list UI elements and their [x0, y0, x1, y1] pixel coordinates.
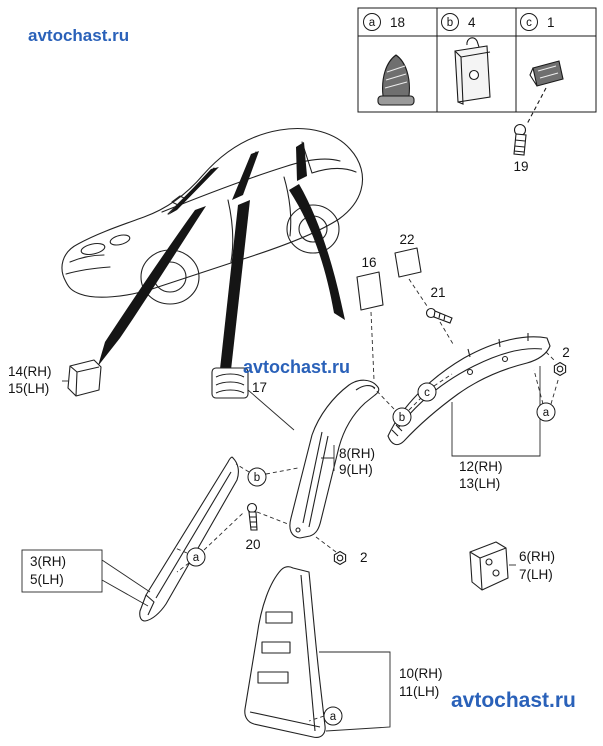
part-label-9: 9(LH): [339, 462, 373, 477]
part-14-15-shape: [67, 359, 102, 397]
part-label-2-right: 2: [562, 345, 570, 360]
part-label-12: 12(RH): [459, 459, 503, 474]
part-label-22: 22: [399, 232, 414, 247]
part-label-19: 19: [513, 159, 528, 174]
callout-c: c: [424, 387, 430, 399]
part-label-5: 5(LH): [30, 572, 64, 587]
callout-circles: b c a b a a: [186, 382, 556, 726]
legend-count-c: 1: [547, 15, 555, 30]
car-illustration: [61, 127, 364, 305]
part-labels: 14(RH) 15(LH) 17 16 22 21 2 8(RH) 9(LH) …: [8, 232, 570, 699]
legend-letter-a: a: [369, 17, 376, 29]
nut-2-right: [553, 361, 567, 377]
mounting-bracket-icon: [454, 37, 491, 105]
part-label-8: 8(RH): [339, 446, 375, 461]
bolt-21: [425, 307, 453, 324]
part-label-7: 7(LH): [519, 567, 553, 582]
callout-a-bottom: a: [330, 711, 337, 723]
part-label-14: 14(RH): [8, 364, 52, 379]
legend-letter-b: b: [447, 17, 453, 29]
retainer-clip-icon: [529, 60, 564, 87]
part-label-17: 17: [252, 380, 267, 395]
callout-b-mid: b: [399, 412, 405, 424]
part-label-16: 16: [361, 255, 376, 270]
screw-20: [246, 502, 258, 531]
part-17-shape: [211, 367, 249, 399]
part-10-11-shape: [244, 566, 326, 738]
part-12-13-shape: [387, 333, 551, 446]
part-3-5-shape: [139, 456, 239, 622]
trim-clip-icon: [377, 54, 415, 106]
part-label-11: 11(LH): [399, 684, 439, 699]
watermark-top-left: avtochast.ru: [28, 26, 130, 45]
part-label-6: 6(RH): [519, 549, 555, 564]
part-label-21: 21: [430, 285, 445, 300]
dashed-leaders: [174, 278, 560, 722]
callout-a-right: a: [543, 407, 550, 419]
legend-letter-c: c: [526, 17, 532, 29]
screw-19: [513, 87, 547, 156]
watermark-bottom-right: avtochast.ru: [451, 689, 576, 712]
part-6-7-shape: [469, 541, 509, 591]
callout-b-left: b: [254, 472, 260, 484]
part-shapes: [67, 247, 551, 738]
legend-count-b: 4: [468, 15, 476, 30]
part-label-13: 13(LH): [459, 476, 500, 491]
callout-a-left: a: [193, 552, 200, 564]
legend-symbols: a 18 b 4 c 1: [363, 13, 555, 31]
part-label-15: 15(LH): [8, 381, 49, 396]
fasteners: [246, 307, 567, 566]
watermark-center: avtochast.ru: [243, 357, 351, 377]
part-label-3: 3(RH): [30, 554, 66, 569]
part-label-10: 10(RH): [399, 666, 443, 681]
pillar-pointer-arrows: [98, 142, 345, 370]
part-label-2-center: 2: [360, 550, 368, 565]
legend-table: [357, 7, 597, 113]
nut-2-center: [333, 550, 347, 566]
part-16-shape: [356, 271, 384, 311]
part-22-shape: [394, 247, 422, 278]
legend-count-a: 18: [390, 15, 405, 30]
part-label-20: 20: [245, 537, 260, 552]
